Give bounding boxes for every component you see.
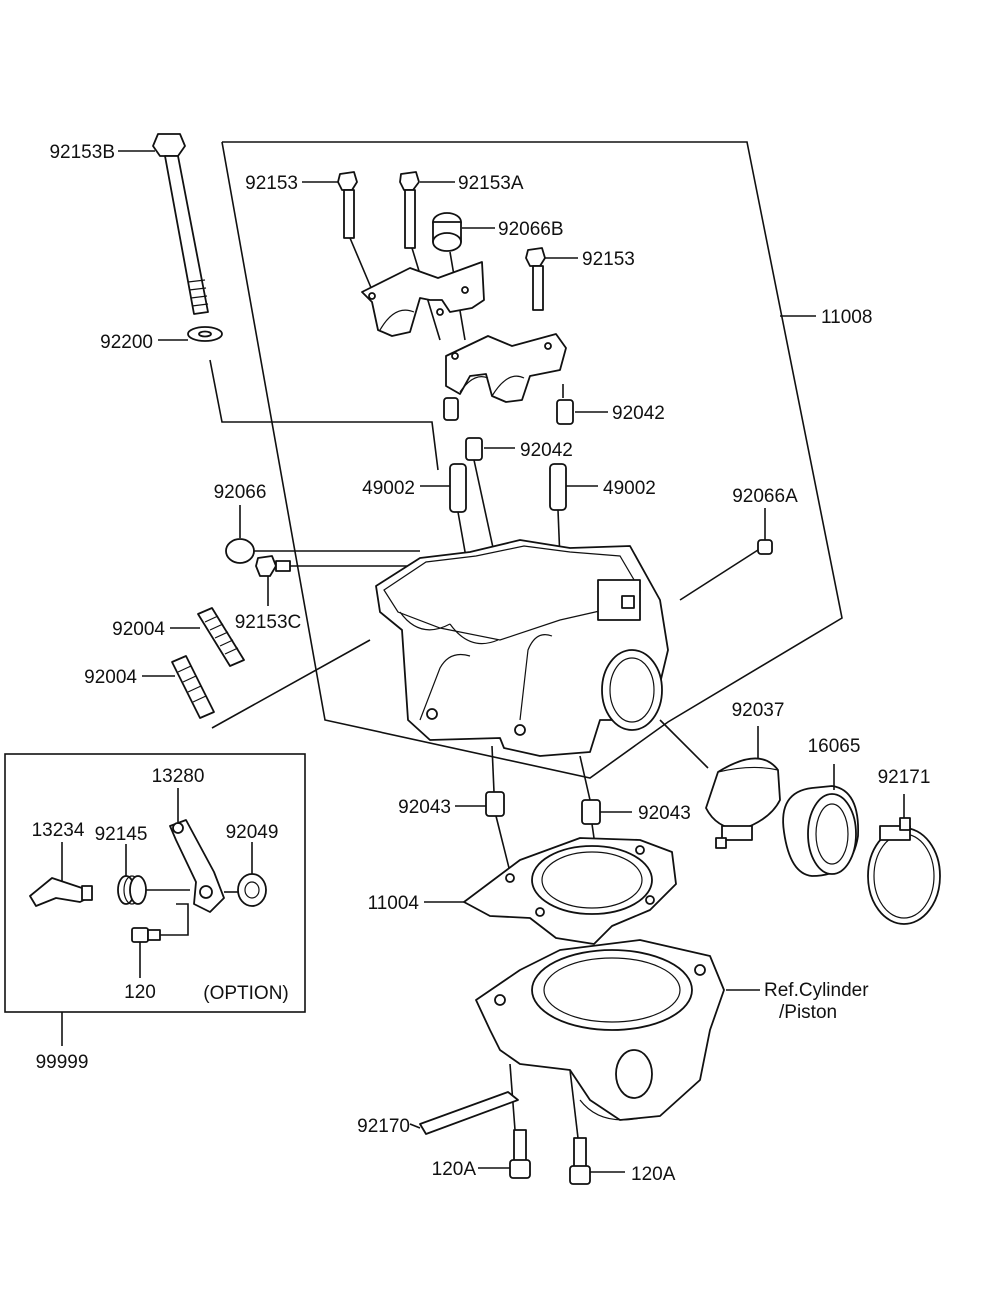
head-gasket-11004 xyxy=(424,837,677,945)
label-92153-upper-right: 92153 xyxy=(582,249,635,270)
chain-guide-92170 xyxy=(409,1091,519,1135)
label-92066A: 92066A xyxy=(732,486,798,507)
bolt-92153B xyxy=(118,133,209,315)
dowel-92042-a xyxy=(443,384,608,425)
stud-92004-lower xyxy=(142,639,371,729)
label-92004-lower: 92004 xyxy=(84,667,137,688)
cylinder-head xyxy=(375,539,669,801)
clamp-92171 xyxy=(867,794,941,925)
camshaft-cap-upper xyxy=(361,261,485,337)
cylinder xyxy=(475,939,760,1139)
label-92043-right: 92043 xyxy=(638,803,691,824)
label-ref-cylinder: Ref.Cylinder xyxy=(764,980,869,1001)
label-49002-left: 49002 xyxy=(362,478,415,499)
lever-13280 xyxy=(169,788,225,913)
label-ref-piston: /Piston xyxy=(779,1002,837,1023)
label-92170: 92170 xyxy=(357,1116,410,1137)
bolt-92153-right xyxy=(525,247,578,311)
label-92042-center: 92042 xyxy=(520,440,573,461)
joint-16065 xyxy=(782,764,859,877)
label-92037: 92037 xyxy=(732,700,785,721)
bolt-120 xyxy=(131,903,189,978)
label-13280: 13280 xyxy=(152,766,205,787)
label-92004-upper: 92004 xyxy=(112,619,165,640)
label-92153C: 92153C xyxy=(235,612,302,633)
label-49002-right: 49002 xyxy=(603,478,656,499)
bolt-92153C xyxy=(255,555,450,606)
label-92145: 92145 xyxy=(95,824,148,845)
label-92043-left: 92043 xyxy=(398,797,451,818)
assembly-11008-outline xyxy=(221,141,843,779)
spring-92145 xyxy=(117,844,190,905)
stud-92004-upper xyxy=(170,607,245,667)
label-92153-upper-left: 92153 xyxy=(245,173,298,194)
camshaft-cap-lower xyxy=(445,333,567,403)
label-120A-left: 120A xyxy=(432,1159,477,1180)
label-92042-right: 92042 xyxy=(612,403,665,424)
label-92153A: 92153A xyxy=(458,173,524,194)
bolt-92153-left xyxy=(302,171,373,291)
label-13234: 13234 xyxy=(32,820,85,841)
washer-92200 xyxy=(158,326,439,471)
label-92066B: 92066B xyxy=(498,219,564,240)
valve-guide-49002-right xyxy=(549,463,598,561)
label-92171: 92171 xyxy=(878,767,931,788)
label-92200: 92200 xyxy=(100,332,153,353)
clamp-92037 xyxy=(659,719,781,849)
bolt-120A-left xyxy=(478,1129,531,1179)
label-92049: 92049 xyxy=(226,822,279,843)
dowel-92043-left xyxy=(455,791,513,881)
bolt-92153A xyxy=(399,171,455,341)
valve-guide-49002-left xyxy=(420,463,471,581)
part-13234 xyxy=(29,842,93,907)
label-99999: 99999 xyxy=(36,1052,89,1073)
label-120A-right: 120A xyxy=(631,1164,676,1185)
label-92153B: 92153B xyxy=(49,142,115,163)
bolt-120A-right xyxy=(569,1137,625,1185)
plug-92066 xyxy=(225,505,420,564)
label-92066: 92066 xyxy=(214,482,267,503)
label-16065: 16065 xyxy=(808,736,861,757)
label-11004: 11004 xyxy=(368,893,420,914)
part-labels: 92153B 92153 92153A 92066B 92153 11008 9… xyxy=(32,142,931,1185)
label-11008: 11008 xyxy=(821,307,872,328)
label-120: 120 xyxy=(124,982,156,1003)
label-option: (OPTION) xyxy=(203,983,289,1004)
seal-92049 xyxy=(224,842,267,907)
plug-92066A xyxy=(679,508,773,601)
option-box-99999 xyxy=(4,753,306,1046)
